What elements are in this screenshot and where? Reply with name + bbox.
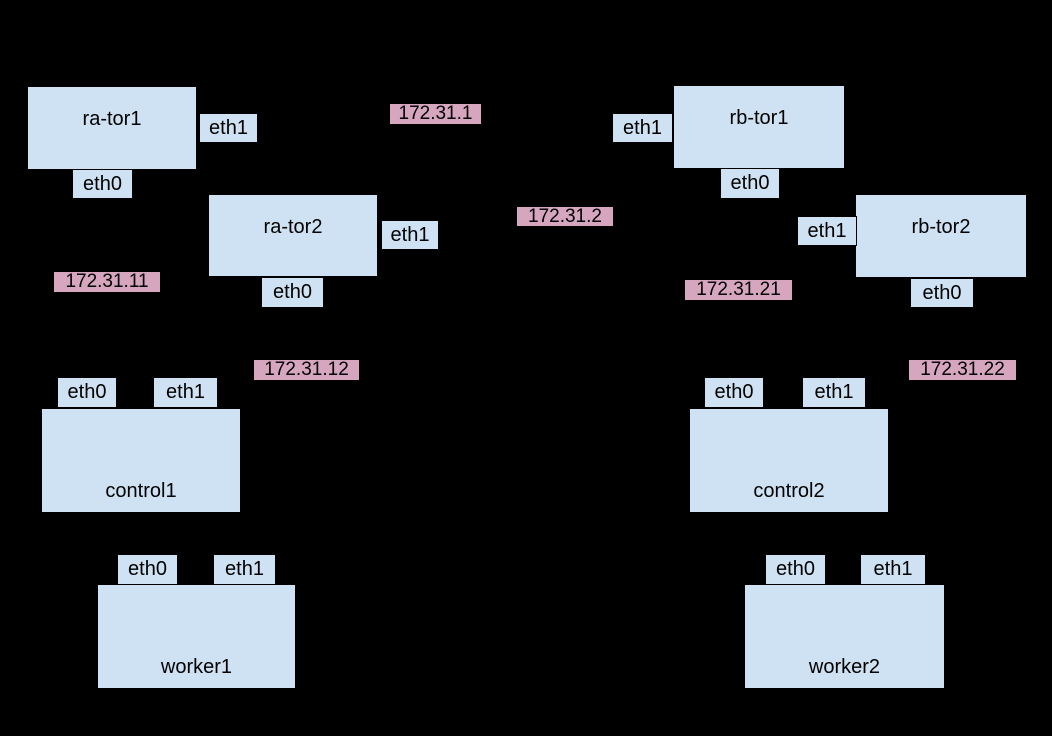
- ip-label-net22: 172.31.22: [909, 360, 1016, 380]
- port-ra-tor2-eth0: eth0: [261, 277, 324, 308]
- node-rb-tor1: rb-tor1: [673, 85, 845, 169]
- port-control1-eth0: eth0: [57, 377, 117, 408]
- port-ra-tor1-eth1: eth1: [199, 113, 258, 143]
- node-worker1-label: worker1: [160, 656, 233, 678]
- port-rb-tor2-eth1: eth1: [797, 216, 857, 246]
- node-control2: control2: [689, 408, 889, 513]
- port-ra-tor1-eth0: eth0: [72, 169, 133, 199]
- node-ra-tor1: ra-tor1: [27, 86, 197, 170]
- port-worker1-eth0: eth0: [117, 554, 178, 585]
- node-worker1: worker1: [97, 584, 296, 689]
- node-ra-tor1-label: ra-tor1: [82, 108, 142, 130]
- ip-label-net21: 172.31.21: [685, 280, 792, 300]
- node-rb-tor1-label: rb-tor1: [729, 107, 789, 129]
- port-rb-tor1-eth0: eth0: [720, 168, 780, 199]
- port-worker2-eth0: eth0: [765, 554, 826, 585]
- node-worker2-label: worker2: [808, 656, 881, 678]
- port-worker2-eth1: eth1: [860, 554, 926, 585]
- port-control2-eth1: eth1: [802, 377, 866, 408]
- port-worker1-eth1: eth1: [213, 554, 276, 585]
- port-rb-tor2-eth0: eth0: [910, 278, 974, 308]
- node-rb-tor2-label: rb-tor2: [911, 216, 971, 238]
- port-control2-eth0: eth0: [704, 377, 764, 408]
- ip-label-net1: 172.31.1: [390, 104, 481, 124]
- port-control1-eth1: eth1: [153, 377, 218, 408]
- node-rb-tor2: rb-tor2: [855, 194, 1027, 278]
- ip-label-net11: 172.31.11: [54, 272, 160, 292]
- node-control1: control1: [41, 408, 241, 513]
- node-ra-tor2: ra-tor2: [208, 194, 378, 277]
- node-worker2: worker2: [744, 584, 945, 689]
- node-ra-tor2-label: ra-tor2: [263, 216, 323, 238]
- ip-label-net12: 172.31.12: [254, 360, 359, 380]
- node-control2-label: control2: [753, 480, 825, 502]
- ip-label-net2: 172.31.2: [517, 207, 613, 227]
- port-rb-tor1-eth1: eth1: [612, 113, 673, 143]
- port-ra-tor2-eth1: eth1: [381, 220, 439, 250]
- node-control1-label: control1: [105, 480, 177, 502]
